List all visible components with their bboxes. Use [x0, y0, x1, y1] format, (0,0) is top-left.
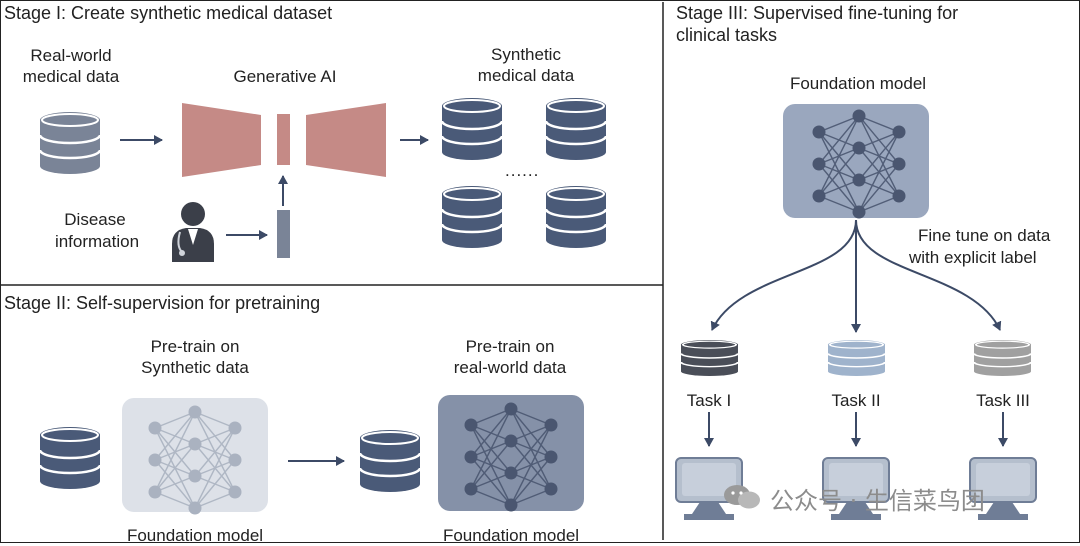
latent-bottleneck	[277, 114, 290, 165]
arrow-to-task-1	[710, 219, 857, 331]
synthetic-database-icon	[440, 184, 504, 250]
generative-ai-label: Generative AI	[233, 67, 337, 86]
foundation-model-label: Foundation model	[789, 74, 927, 93]
fine-tune-label: with explicit label	[909, 248, 1037, 267]
encoder-shape	[182, 103, 261, 177]
disease-info-label: information	[54, 232, 140, 251]
watermark-text: 公众号 · 生信菜鸟团	[770, 487, 985, 515]
synthetic-database-icon	[38, 425, 102, 491]
stage-3-title: clinical tasks	[676, 25, 778, 45]
fine-tune-label: Fine tune on data	[918, 226, 1051, 245]
doctor-icon	[172, 202, 214, 262]
synthetic-data-label: Synthetic	[491, 45, 561, 64]
synthetic-database-icon	[440, 96, 504, 162]
wechat-icon	[724, 485, 760, 509]
task-label: Task II	[831, 391, 881, 410]
disease-info-label: Disease	[64, 210, 126, 229]
pretrain-real-label: real-world data	[453, 358, 567, 377]
synthetic-database-icon	[544, 96, 608, 162]
decoder-shape	[306, 103, 386, 177]
task-3-database-icon	[972, 338, 1033, 378]
task-label: Task I	[686, 391, 732, 410]
condition-vector	[277, 210, 290, 258]
pretrain-synthetic-label: Synthetic data	[141, 358, 249, 377]
real-world-database-icon	[38, 110, 102, 176]
stage-2-title: Stage II: Self-supervision for pretraini…	[4, 293, 321, 313]
ellipsis: ......	[505, 161, 540, 180]
synthetic-data-label: medical data	[477, 66, 575, 85]
pretrain-real-label: Pre-train on	[465, 337, 555, 356]
task-1-database-icon	[679, 338, 740, 378]
task-label: Task III	[976, 391, 1030, 410]
pretrain-synthetic-label: Pre-train on	[150, 337, 240, 356]
real-world-label: medical data	[22, 67, 120, 86]
stage-3-title: Stage III: Supervised fine-tuning for	[676, 3, 959, 23]
real-world-database-icon	[358, 428, 422, 494]
real-world-label: Real-world	[30, 46, 112, 65]
arrow-to-task-3	[855, 219, 1002, 331]
task-2-database-icon	[826, 338, 887, 378]
foundation-model-label: Foundation model	[126, 526, 264, 545]
synthetic-database-icon	[544, 184, 608, 250]
foundation-model-label: Foundation model	[442, 526, 580, 545]
stage-1-title: Stage I: Create synthetic medical datase…	[4, 3, 333, 23]
